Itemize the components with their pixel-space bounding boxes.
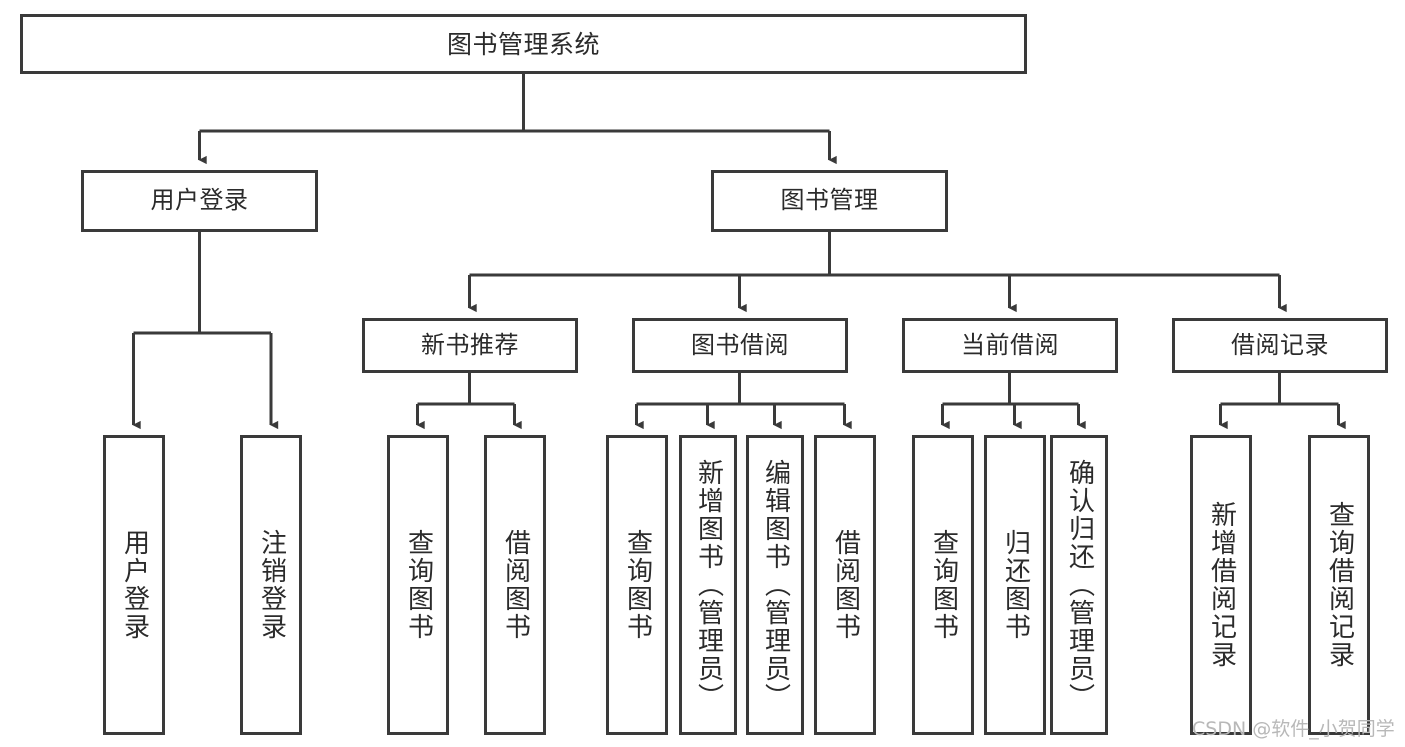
leaf-user-login[interactable]: 用户登录	[103, 435, 165, 735]
leaf-query-book-1[interactable]: 查询图书	[387, 435, 449, 735]
leaf-user-logout-label: 注销登录	[256, 529, 287, 641]
leaf-query-borrow-record-label: 查询借阅记录	[1324, 501, 1355, 669]
node-root[interactable]: 图书管理系统	[20, 14, 1027, 74]
leaf-query-book-1-label: 查询图书	[403, 529, 434, 641]
node-new-book-recommend-label: 新书推荐	[421, 330, 519, 359]
node-new-book-recommend[interactable]: 新书推荐	[362, 318, 578, 373]
leaf-query-book-3[interactable]: 查询图书	[912, 435, 974, 735]
leaf-return-book-label: 归还图书	[1000, 529, 1031, 641]
leaf-borrow-book-1[interactable]: 借阅图书	[484, 435, 546, 735]
leaf-add-borrow-record-label: 新增借阅记录	[1206, 501, 1237, 669]
csdn-watermark: CSDN @软件_小贺同学	[1192, 718, 1395, 740]
node-book-borrow-label: 图书借阅	[691, 330, 789, 359]
leaf-edit-book[interactable]: 编辑图书（管理员）	[746, 435, 804, 735]
leaf-borrow-book-1-label: 借阅图书	[500, 529, 531, 641]
leaf-user-logout[interactable]: 注销登录	[240, 435, 302, 735]
node-user-login[interactable]: 用户登录	[81, 170, 318, 232]
leaf-query-borrow-record[interactable]: 查询借阅记录	[1308, 435, 1370, 735]
node-book-management-label: 图书管理	[780, 186, 879, 215]
leaf-add-borrow-record[interactable]: 新增借阅记录	[1190, 435, 1252, 735]
leaf-query-book-2-label: 查询图书	[622, 529, 653, 641]
leaf-edit-book-label: 编辑图书（管理员）	[760, 459, 791, 711]
leaf-return-book[interactable]: 归还图书	[984, 435, 1046, 735]
leaf-query-book-2[interactable]: 查询图书	[606, 435, 668, 735]
node-book-management[interactable]: 图书管理	[711, 170, 948, 232]
node-current-borrow-label: 当前借阅	[961, 330, 1059, 359]
node-user-login-label: 用户登录	[150, 186, 249, 215]
leaf-add-book[interactable]: 新增图书（管理员）	[679, 435, 737, 735]
leaf-add-book-label: 新增图书（管理员）	[693, 459, 724, 711]
node-book-borrow[interactable]: 图书借阅	[632, 318, 848, 373]
node-root-label: 图书管理系统	[446, 29, 600, 59]
node-borrow-record-label: 借阅记录	[1231, 330, 1329, 359]
leaf-user-login-label: 用户登录	[119, 529, 150, 641]
node-current-borrow[interactable]: 当前借阅	[902, 318, 1118, 373]
leaf-borrow-book-2-label: 借阅图书	[830, 529, 861, 641]
leaf-confirm-return[interactable]: 确认归还（管理员）	[1050, 435, 1108, 735]
leaf-confirm-return-label: 确认归还（管理员）	[1064, 459, 1095, 711]
leaf-borrow-book-2[interactable]: 借阅图书	[814, 435, 876, 735]
leaf-query-book-3-label: 查询图书	[928, 529, 959, 641]
node-borrow-record[interactable]: 借阅记录	[1172, 318, 1388, 373]
